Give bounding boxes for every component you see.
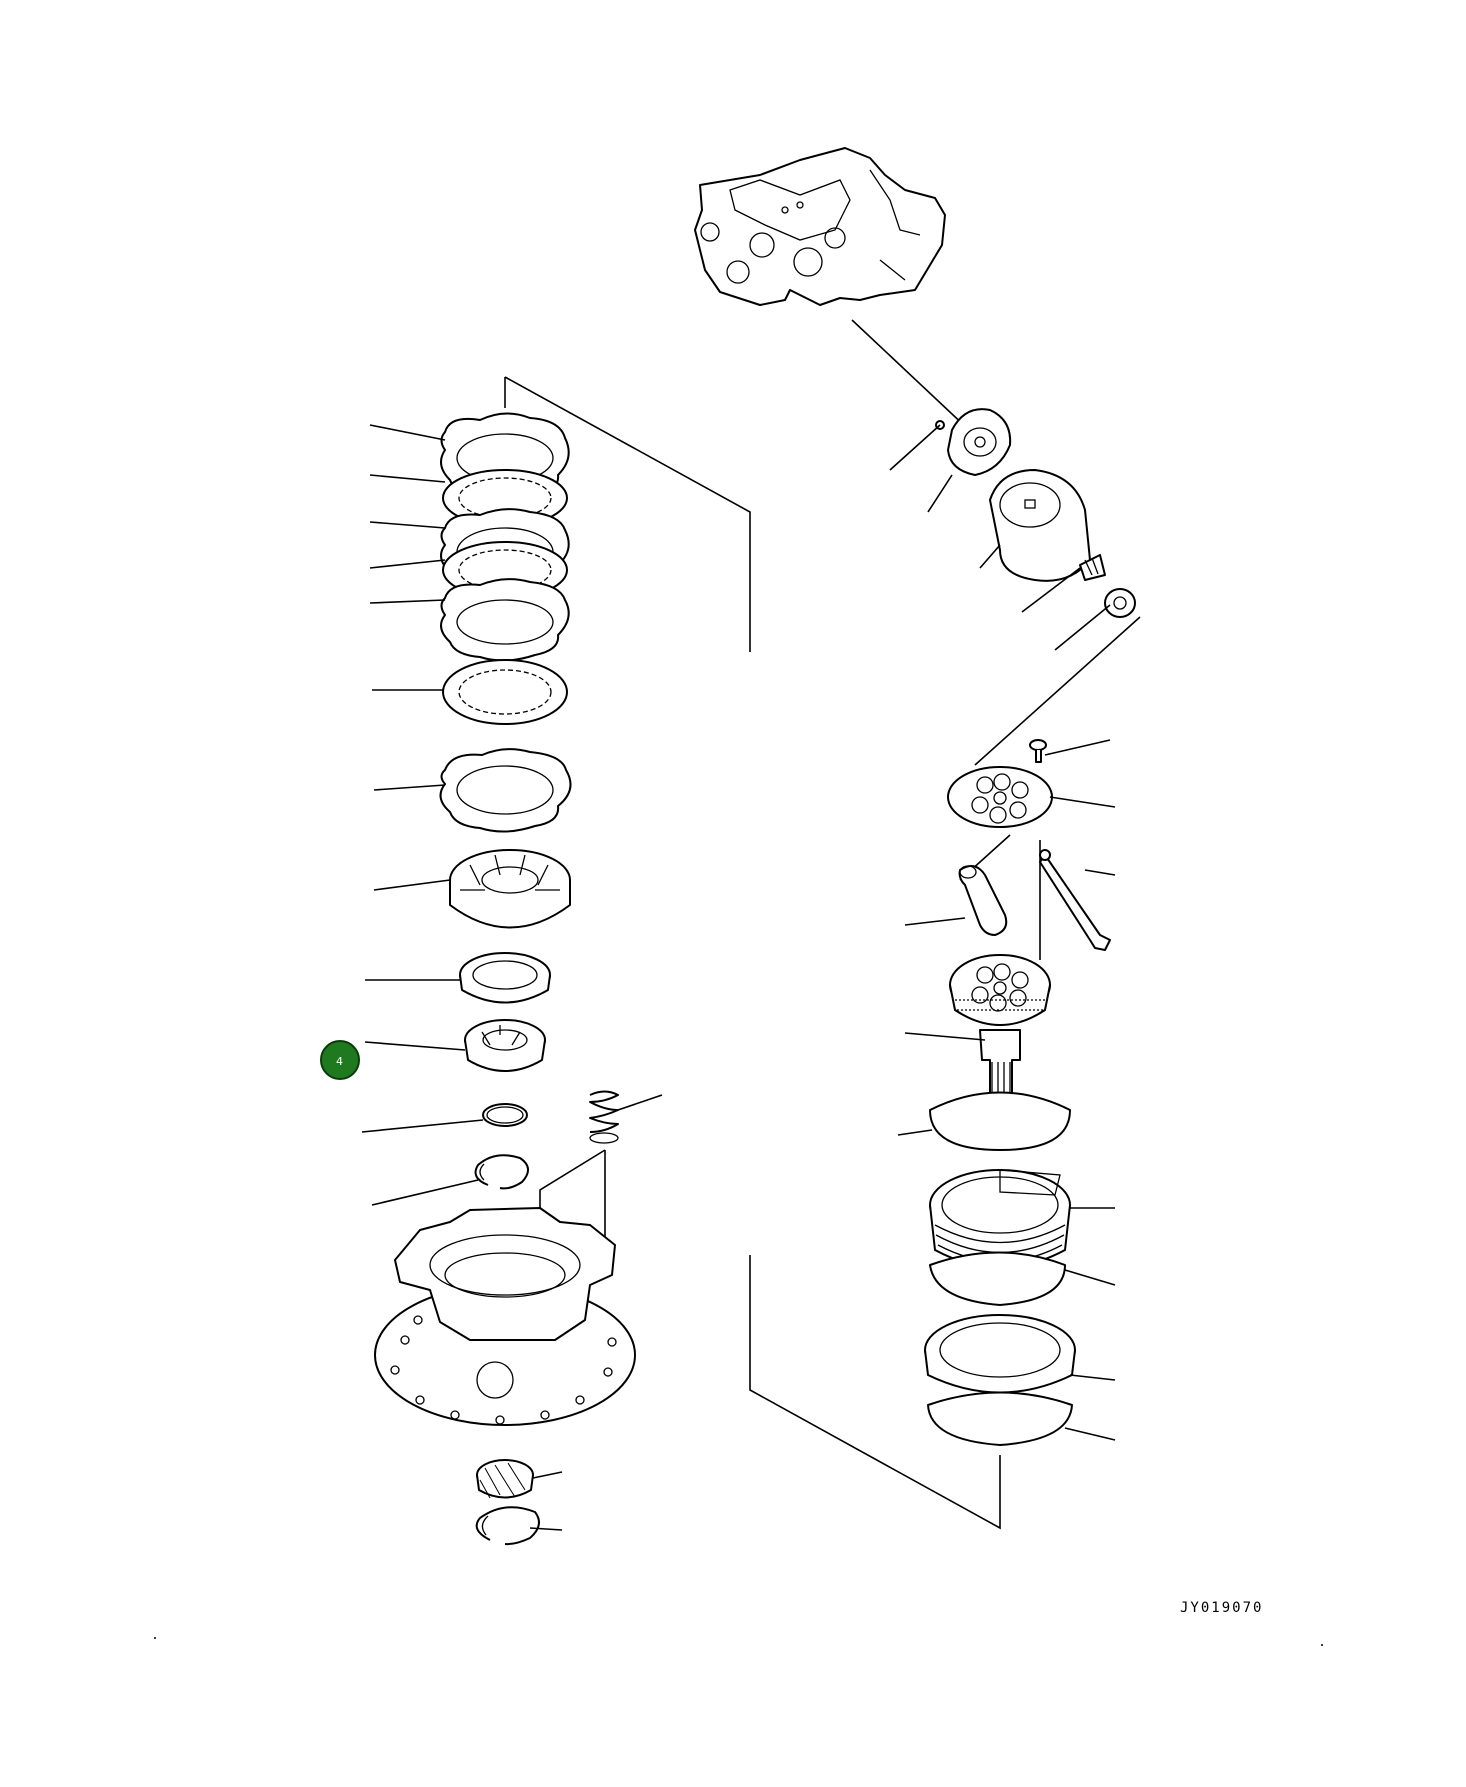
disc-spring-part[interactable] — [929, 1091, 1071, 1151]
spherical-bushing-part[interactable] — [1104, 588, 1136, 618]
drive-shaft-part[interactable] — [979, 1029, 1021, 1101]
friction-disc-3[interactable] — [442, 659, 568, 725]
spring-part[interactable] — [589, 1090, 619, 1144]
shaft-pin-part[interactable] — [1039, 849, 1111, 951]
valve-plate-part[interactable] — [947, 408, 1012, 476]
callout-label: 4 — [336, 1055, 343, 1068]
lower-snap-ring-part[interactable] — [475, 1506, 540, 1546]
retainer-plate-part[interactable] — [947, 766, 1053, 828]
drawing-code: JY019070 — [1180, 1600, 1263, 1616]
speck — [1321, 1644, 1323, 1646]
separator-plate-3[interactable] — [440, 578, 570, 662]
speck — [154, 1637, 156, 1639]
o-ring-part[interactable] — [482, 1103, 528, 1127]
valve-block-part[interactable] — [694, 147, 946, 306]
oil-seal-part[interactable] — [459, 952, 551, 1004]
lock-nut-part[interactable] — [476, 1459, 534, 1499]
roller-bearing-part[interactable] — [449, 849, 571, 929]
gear-drum-part[interactable] — [949, 954, 1051, 1026]
snap-ring-part[interactable] — [474, 1154, 529, 1190]
taper-bearing-part-4[interactable] — [464, 1019, 546, 1072]
center-spring-part[interactable] — [1079, 554, 1106, 581]
callout-circle-icon[interactable]: 4 — [320, 1040, 360, 1080]
retainer-ring-part[interactable] — [929, 1169, 1071, 1269]
piston-part[interactable] — [958, 865, 1008, 936]
cap-screw-part[interactable] — [1029, 739, 1047, 763]
cylinder-block-part[interactable] — [989, 469, 1091, 582]
bearing-ring-part[interactable] — [924, 1314, 1076, 1394]
separator-plate-4[interactable] — [439, 748, 572, 833]
leader-lines — [361, 424, 1116, 1531]
motor-housing-part[interactable] — [374, 1207, 636, 1426]
gasket-ring-part[interactable] — [929, 1251, 1066, 1306]
seal-disc-part[interactable] — [927, 1391, 1073, 1446]
